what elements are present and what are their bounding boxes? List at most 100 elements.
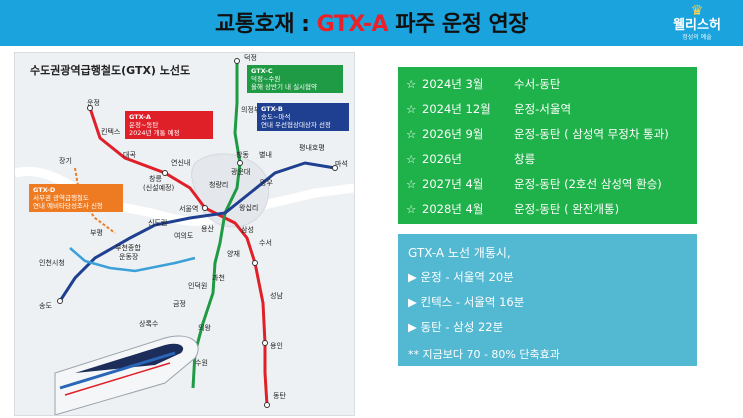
- gtx-d-callout: GTX-D 서부권 광역급행철도 연내 예비타당성조사 신청: [29, 184, 123, 212]
- station-label: 과천: [212, 274, 225, 282]
- schedule-desc: 운정-서울역: [514, 102, 572, 116]
- station-label: 장기: [59, 157, 72, 165]
- schedule-row: ☆ 2024년 3월 수서-동탄: [406, 76, 560, 92]
- station-label: 인천시청: [39, 259, 65, 267]
- callout-line: 올해 상반기 내 실시협약: [251, 83, 317, 91]
- travel-row: ▶ 동탄 - 삼성 22분: [408, 319, 503, 335]
- travel-row: ▶ 킨텍스 - 서울역 16분: [408, 294, 524, 310]
- station-label: 수원: [195, 359, 208, 367]
- callout-title: GTX-B: [261, 105, 283, 113]
- star-icon: ☆: [406, 102, 417, 116]
- station-label: 여의도: [174, 232, 194, 240]
- title-accent: GTX-A: [316, 12, 389, 37]
- station-label: 대곡: [123, 151, 136, 159]
- station-label: 망우: [260, 179, 273, 187]
- star-icon: ☆: [406, 202, 417, 216]
- station-label: 수서: [259, 239, 272, 247]
- gtx-route-map: 덕정 의정부 창동 별내 평내호평 마석 광운대 망우 청량리 왕십리 운정 킨…: [14, 52, 355, 416]
- schedule-date: 2024년 3월: [422, 77, 484, 91]
- callout-line: 운정~동탄: [129, 121, 159, 129]
- schedule-row: ☆ 2024년 12월 운정-서울역: [406, 101, 571, 117]
- gtx-a-callout: GTX-A 운정~동탄 2024년 개통 예정: [125, 111, 213, 139]
- station-label: 의정부: [241, 106, 261, 114]
- callout-line: 서부권 광역급행철도: [33, 194, 89, 202]
- arrow-icon: ▶: [408, 320, 417, 334]
- brand-logo: ♛ 웰리스허 정성의 예술: [665, 4, 729, 42]
- callout-line: 연내 예비타당성조사 신청: [33, 202, 103, 210]
- gtx-c-callout: GTX-C 덕정~수원 올해 상반기 내 실시협약: [247, 65, 343, 93]
- travel-row: ▶ 운정 - 서울역 20분: [408, 269, 514, 285]
- schedule-desc: 운정-동탄 ( 삼성역 무정차 통과): [514, 127, 669, 141]
- station-label: 용인: [270, 342, 283, 350]
- callout-line: 2024년 개통 예정: [129, 129, 180, 137]
- callout-title: GTX-A: [129, 113, 151, 121]
- crown-icon: ♛: [690, 3, 704, 19]
- station-label: 금정: [173, 300, 186, 308]
- header-bar: 교통호재 : GTX-A 파주 운정 연장 ♛ 웰리스허 정성의 예술: [0, 0, 743, 46]
- title-suffix: 파주 운정 연장: [388, 12, 528, 37]
- schedule-date: 2024년 12월: [422, 102, 491, 116]
- station-label: 동탄: [273, 392, 286, 400]
- train-illustration: [54, 335, 199, 415]
- station-label: 송도: [39, 302, 52, 310]
- callout-line: 연내 우선협상대상자 선정: [261, 121, 331, 129]
- station-label: 운정: [87, 99, 100, 107]
- callout-line: 송도~마석: [261, 113, 291, 121]
- star-icon: ☆: [406, 152, 417, 166]
- station-label: 왕십리: [239, 204, 259, 212]
- station-label: 별내: [259, 151, 272, 159]
- station-label: 서울역: [179, 205, 199, 213]
- travel-item: 킨텍스 - 서울역 16분: [420, 295, 525, 309]
- schedule-desc: 운정-동탄 (2호선 삼성역 환승): [514, 177, 662, 191]
- schedule-row: ☆ 2028년 4월 운정-동탄 ( 완전개통): [406, 201, 619, 217]
- travel-item: 동탄 - 삼성 22분: [420, 320, 504, 334]
- station-label: (신설예정): [143, 184, 175, 192]
- logo-subtitle: 정성의 예술: [682, 34, 712, 41]
- station-label: 상록수: [139, 320, 159, 328]
- station-label: 광운대: [231, 168, 251, 176]
- station-label: 부평: [90, 229, 103, 237]
- callout-title: GTX-C: [251, 67, 273, 75]
- logo-name: 웰리스허: [673, 18, 721, 33]
- schedule-desc: 창릉: [514, 152, 536, 166]
- schedule-date: 2028년 4월: [422, 202, 484, 216]
- station-label: 인덕원: [188, 282, 208, 290]
- star-icon: ☆: [406, 77, 417, 91]
- star-icon: ☆: [406, 177, 417, 191]
- callout-line: 덕정~수원: [251, 75, 281, 83]
- station-label: 의왕: [198, 324, 211, 332]
- callout-title: GTX-D: [33, 186, 56, 194]
- station-label: 신도림: [148, 219, 168, 227]
- opening-schedule-panel: ☆ 2024년 3월 수서-동탄 ☆ 2024년 12월 운정-서울역 ☆2026년 9…: [398, 67, 697, 224]
- station-label: 양재: [227, 250, 240, 258]
- station-label: 청량리: [209, 181, 229, 189]
- arrow-icon: ▶: [408, 295, 417, 309]
- station-label: 부천종합: [115, 244, 141, 252]
- travel-time-panel: GTX-A 노선 개통시, ▶ 운정 - 서울역 20분 ▶ 킨텍스 - 서울역…: [398, 234, 697, 366]
- schedule-date: 2027년 4월: [422, 177, 484, 191]
- arrow-icon: ▶: [408, 270, 417, 284]
- travel-heading: GTX-A 노선 개통시,: [408, 246, 511, 260]
- station-label: 삼성: [241, 226, 254, 234]
- station-label: 평내호평: [299, 144, 325, 152]
- schedule-desc: 수서-동탄: [514, 77, 561, 91]
- station-label: 킨텍스: [101, 128, 121, 136]
- station-label: 운동장: [119, 253, 139, 261]
- travel-note: ** 지금보다 70 - 80% 단축효과: [408, 348, 560, 361]
- schedule-row: ☆ 2027년 4월 운정-동탄 (2호선 삼성역 환승): [406, 176, 662, 192]
- station-label: 성남: [270, 292, 283, 300]
- map-title: 수도권광역급행철도(GTX) 노선도: [30, 64, 191, 77]
- station-label: 창릉: [149, 175, 162, 183]
- page-title: 교통호재 : GTX-A 파주 운정 연장: [0, 6, 743, 38]
- station-label: 창동: [236, 151, 249, 159]
- title-prefix: 교통호재 :: [214, 12, 317, 37]
- station-label: 용산: [201, 225, 214, 233]
- travel-item: 운정 - 서울역 20분: [420, 270, 514, 284]
- station-label: 덕정: [244, 54, 257, 62]
- station-label: 마석: [335, 160, 348, 168]
- route-map-graphic: [15, 53, 354, 415]
- star-icon: ☆: [406, 127, 417, 141]
- schedule-desc: 운정-동탄 ( 완전개통): [514, 202, 620, 216]
